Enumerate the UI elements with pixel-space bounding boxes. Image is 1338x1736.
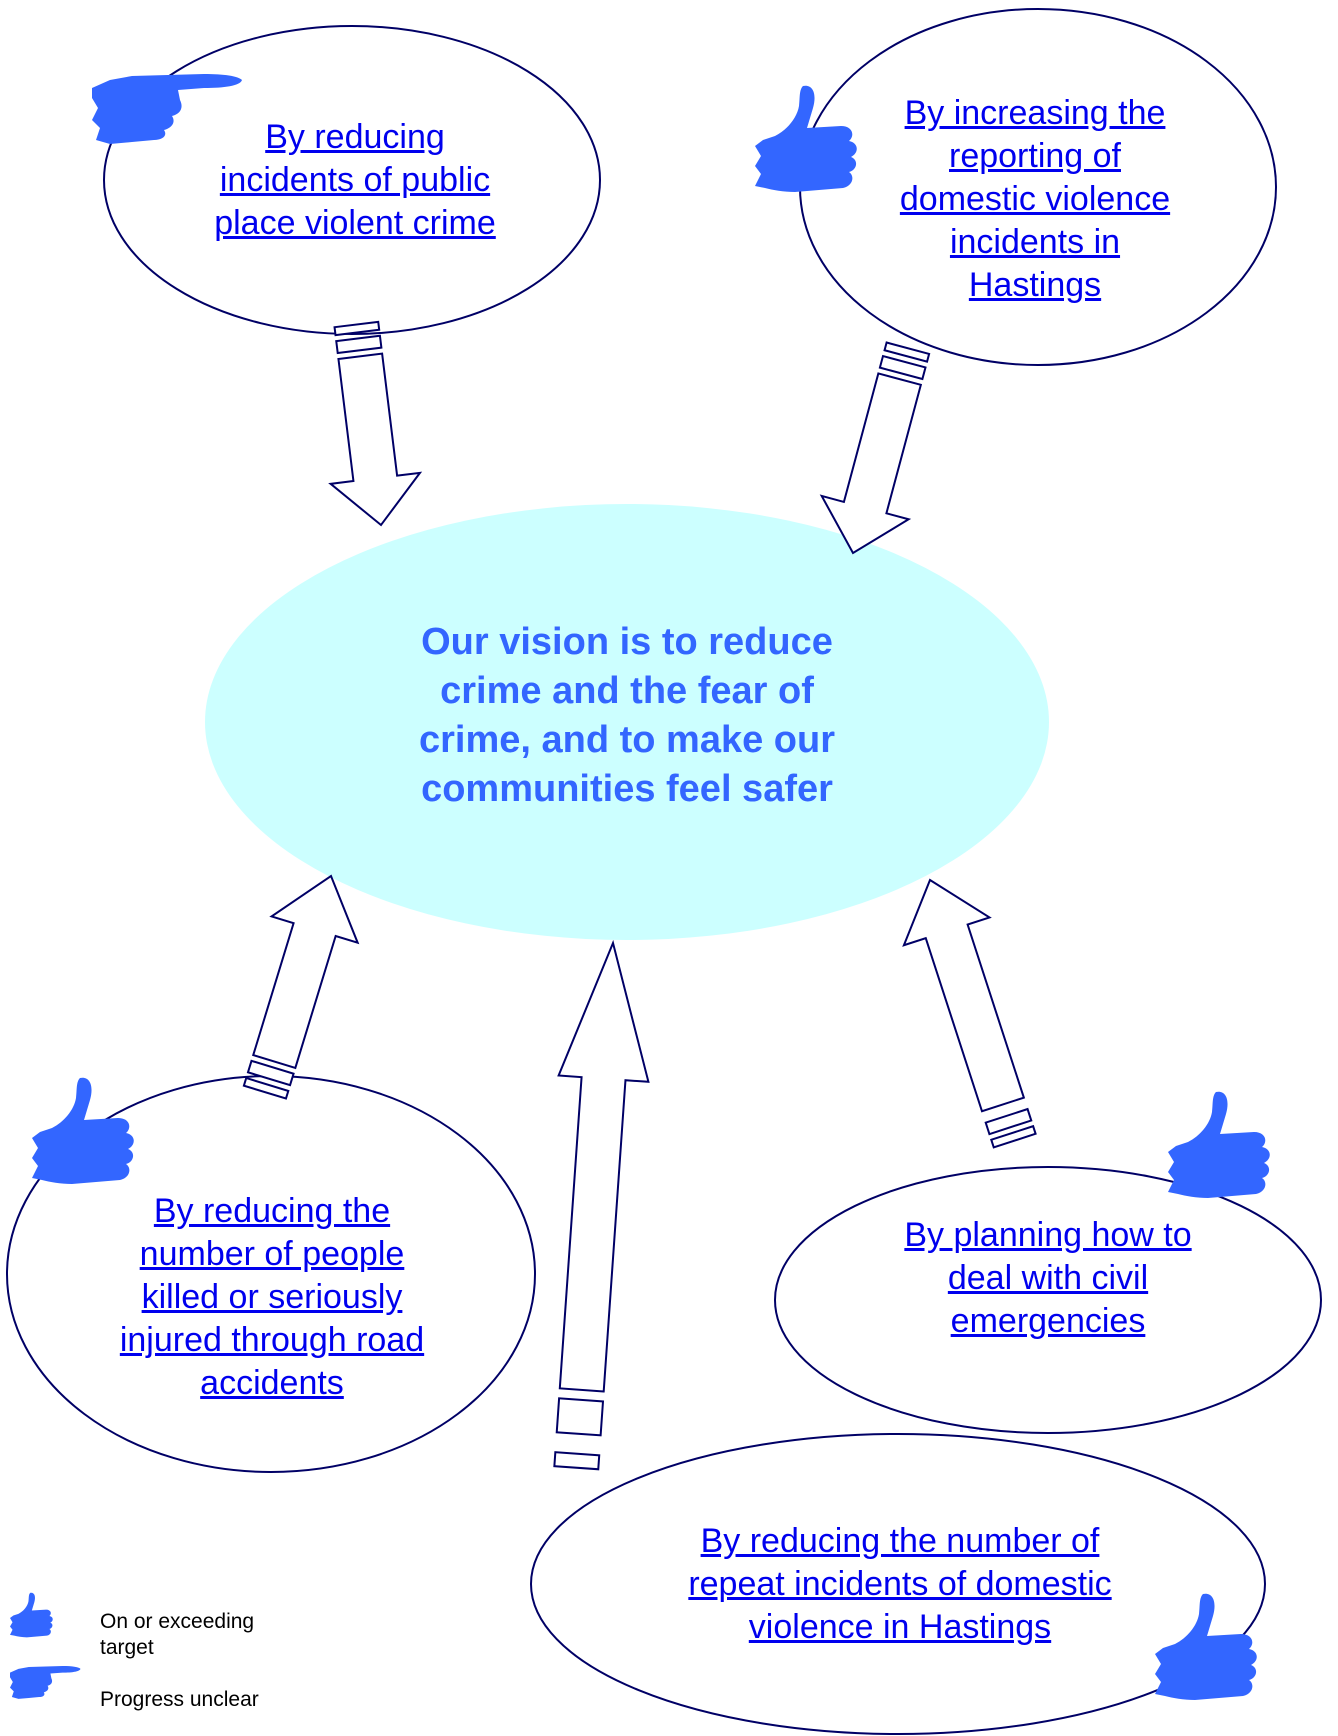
legend-line: Progress unclear — [100, 1688, 259, 1711]
vision-line: Our vision is to reduce — [421, 621, 833, 663]
goal-line: killed or seriously — [141, 1278, 403, 1316]
goal-line: By reducing — [265, 118, 445, 156]
goal-violent-crime-link[interactable]: By reducing incidents of public place vi… — [180, 116, 530, 245]
goal-line: incidents in — [949, 223, 1121, 261]
vision-line: crime, and to make our — [418, 719, 835, 761]
arrow-civil-emergencies — [902, 878, 1037, 1149]
goal-dv-reporting-link[interactable]: By increasing the reporting of domestic … — [860, 92, 1210, 307]
legend-unclear: Progress unclear — [100, 1687, 340, 1713]
goal-line: Hastings — [968, 266, 1102, 304]
goal-repeat-dv-link[interactable]: By reducing the number of repeat inciden… — [640, 1520, 1160, 1649]
goal-line: By reducing the — [153, 1192, 391, 1230]
legend-line: On or exceeding — [100, 1610, 255, 1633]
vision-line: communities feel safer — [421, 768, 833, 810]
goal-line: By planning how to — [904, 1216, 1192, 1254]
goal-violent-crime: By reducing incidents of public place vi… — [180, 116, 530, 245]
thumbs-up-icon — [1168, 1091, 1270, 1198]
goal-line: number of people — [139, 1235, 405, 1273]
goal-repeat-dv: By reducing the number of repeat inciden… — [640, 1520, 1160, 1649]
goal-line: injured through road — [119, 1321, 425, 1359]
goal-line: By reducing the number of — [700, 1522, 1100, 1560]
legend-line: target — [100, 1636, 154, 1659]
arrow-dv-reporting — [819, 341, 931, 555]
goal-line: accidents — [200, 1364, 344, 1402]
goal-ellipse-civil-emergencies — [774, 1166, 1322, 1434]
goal-line: By increasing the — [904, 94, 1166, 132]
goal-civil-emergencies: By planning how to deal with civil emerg… — [858, 1214, 1238, 1343]
arrow-road-accidents — [242, 874, 360, 1100]
goal-line: repeat incidents of domestic — [688, 1565, 1112, 1603]
goal-road-accidents-link[interactable]: By reducing the number of people killed … — [92, 1190, 452, 1405]
goal-road-accidents: By reducing the number of people killed … — [92, 1190, 452, 1405]
goal-dv-reporting: By increasing the reporting of domestic … — [860, 92, 1210, 307]
goal-civil-emergencies-link[interactable]: By planning how to deal with civil emerg… — [858, 1214, 1238, 1343]
goal-line: emergencies — [950, 1302, 1146, 1340]
goal-line: place violent crime — [214, 204, 496, 242]
legend-on-target: On or exceeding target — [100, 1609, 340, 1661]
vision-statement: Our vision is to reduce crime and the fe… — [327, 618, 927, 814]
goal-ellipse-repeat-dv — [530, 1433, 1266, 1735]
vision-ellipse — [205, 504, 1049, 940]
goal-line: deal with civil — [947, 1259, 1149, 1297]
goal-line: reporting of — [949, 137, 1121, 175]
vision-line: crime and the fear of — [440, 670, 814, 712]
legend-pointing-hand-icon — [10, 1666, 81, 1699]
thumbs-up-icon — [32, 1077, 134, 1184]
goal-line: violence in Hastings — [748, 1608, 1052, 1646]
arrow-violent-crime — [328, 320, 423, 527]
goal-line: incidents of public — [219, 161, 491, 199]
arrow-repeat-dv — [553, 939, 650, 1471]
legend-thumbs-up-icon — [10, 1592, 53, 1638]
goal-line: domestic violence — [899, 180, 1171, 218]
